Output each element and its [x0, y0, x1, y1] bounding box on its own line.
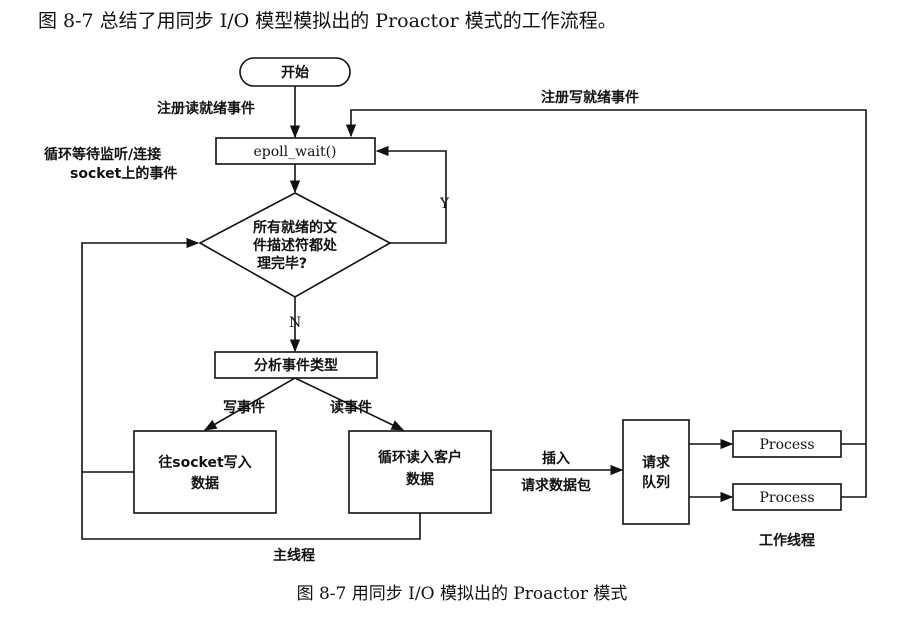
worker-threads-label: 工作线程: [759, 532, 815, 549]
arrow-loop-to-decision: [81, 237, 200, 472]
insert-line2: 请求数据包: [521, 477, 591, 494]
process-label-1: Process: [759, 437, 814, 453]
arrow-to-read-box: [294, 377, 405, 431]
write-socket-box: [133, 430, 277, 514]
insert-line1: 插入: [542, 450, 570, 467]
decision-line3: 理完毕?: [257, 255, 307, 272]
wait-label-line1: 循环等待监听/连接: [44, 146, 161, 163]
process-2-return: [345, 109, 867, 498]
write-box-line1: 往socket写入: [158, 454, 251, 471]
register-write-label: 注册写就绪事件: [541, 89, 639, 106]
analyze-event-label: 分析事件类型: [254, 357, 338, 374]
queue-line2: 队列: [642, 474, 670, 491]
process-box-2: [732, 483, 842, 511]
write-box-line2: 数据: [191, 475, 219, 492]
main-thread-label: 主线程: [273, 547, 315, 564]
arrow-yes-loop: [375, 145, 447, 244]
no-label: N: [289, 315, 301, 331]
read-box-line1: 循环读入客户: [378, 449, 462, 466]
start-label: 开始: [281, 64, 309, 81]
arrow-to-write-box: [203, 377, 296, 431]
epoll-wait-label: epoll_wait(): [254, 144, 337, 160]
read-box-line2: 数据: [406, 471, 434, 488]
decision-line1: 所有就绪的文: [253, 219, 338, 236]
queue-line1: 请求: [642, 454, 671, 471]
figure-caption: 图 8-7 用同步 I/O 模拟出的 Proactor 模式: [296, 584, 628, 604]
process-label-2: Process: [759, 490, 814, 506]
yes-label: Y: [439, 196, 450, 212]
main-thread-loop: [81, 471, 421, 540]
read-event-label: 读事件: [330, 399, 372, 416]
request-queue-box: [622, 419, 690, 525]
process-box-1: [732, 430, 842, 458]
wait-label-line2: socket上的事件: [70, 165, 177, 182]
register-read-label: 注册读就绪事件: [157, 100, 255, 117]
decision-line2: 件描述符都处: [253, 237, 338, 254]
intro-sentence: 图 8-7 总结了用同步 I/O 模型模拟出的 Proactor 模式的工作流程…: [38, 10, 617, 32]
write-event-label: 写事件: [223, 399, 265, 416]
